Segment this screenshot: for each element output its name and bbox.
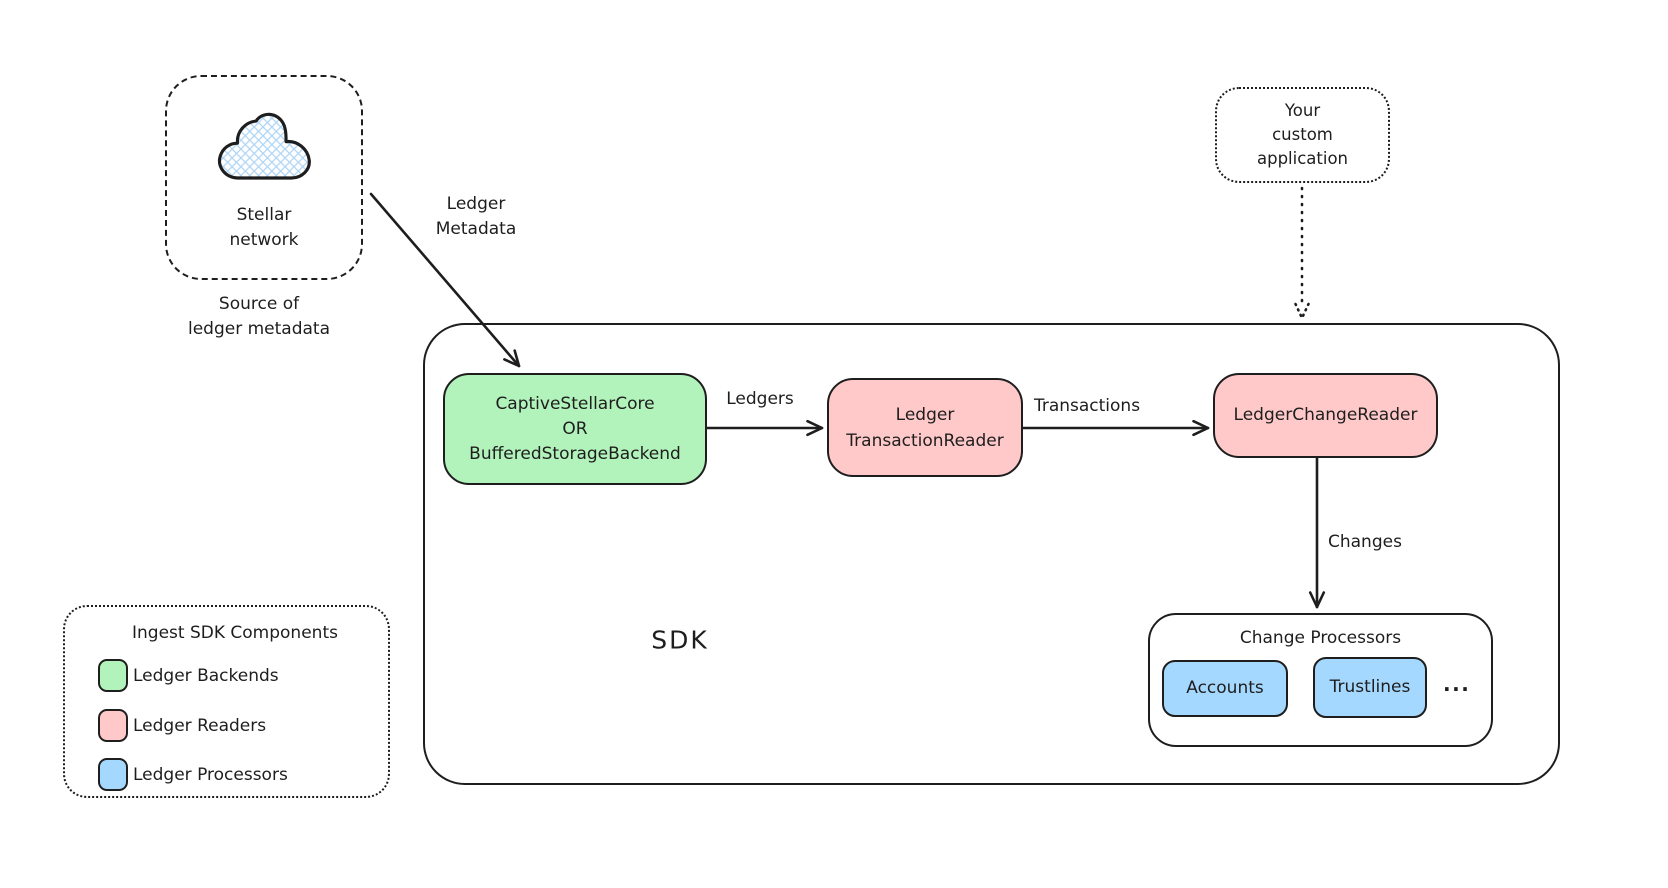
ledgers-label: Ledgers	[726, 389, 794, 409]
legend-item-processors: Ledger Processors	[98, 758, 288, 791]
changes-label: Changes	[1328, 532, 1402, 552]
legend-title: Ingest SDK Components	[132, 623, 338, 643]
ledger-metadata-label: Ledger Metadata	[435, 194, 517, 239]
trustlines-label: Trustlines	[1329, 677, 1411, 697]
legend-swatch-backends	[98, 659, 128, 692]
legend-swatch-processors	[98, 758, 128, 791]
custom-application-label: Your custom application	[1256, 101, 1349, 168]
change-reader-node: LedgerChangeReader	[1213, 373, 1438, 458]
transactions-label: Transactions	[1033, 396, 1141, 416]
custom-application-arrow	[1294, 186, 1310, 320]
change-reader-label: LedgerChangeReader	[1233, 405, 1418, 425]
source-caption: Source of ledger metadata	[187, 294, 330, 339]
stellar-network-box: Stellar network	[165, 75, 363, 280]
sdk-label: SDK	[651, 625, 709, 655]
legend-box: Ingest SDK Components Ledger Backends Le…	[63, 605, 390, 798]
accounts-node: Accounts	[1162, 660, 1288, 717]
cloud-icon	[217, 112, 311, 180]
legend-item-readers: Ledger Readers	[98, 709, 266, 742]
transaction-reader-label: Ledger TransactionReader	[846, 404, 1004, 451]
stellar-network-label: Stellar network	[229, 205, 299, 250]
legend-label-backends: Ledger Backends	[133, 665, 279, 686]
transaction-reader-node: Ledger TransactionReader	[827, 378, 1023, 477]
more-processors-ellipsis: ...	[1443, 672, 1471, 696]
legend-label-processors: Ledger Processors	[133, 764, 288, 785]
change-processors-title: Change Processors	[1239, 628, 1402, 648]
legend-label-readers: Ledger Readers	[133, 715, 267, 736]
custom-application-box: Your custom application	[1215, 87, 1390, 183]
legend-item-backends: Ledger Backends	[98, 659, 279, 692]
legend-swatch-readers	[98, 709, 128, 742]
backend-node-label: CaptiveStellarCore OR BufferedStorageBac…	[469, 393, 681, 464]
backend-node: CaptiveStellarCore OR BufferedStorageBac…	[443, 373, 707, 485]
trustlines-node: Trustlines	[1313, 657, 1427, 718]
accounts-label: Accounts	[1186, 678, 1264, 698]
